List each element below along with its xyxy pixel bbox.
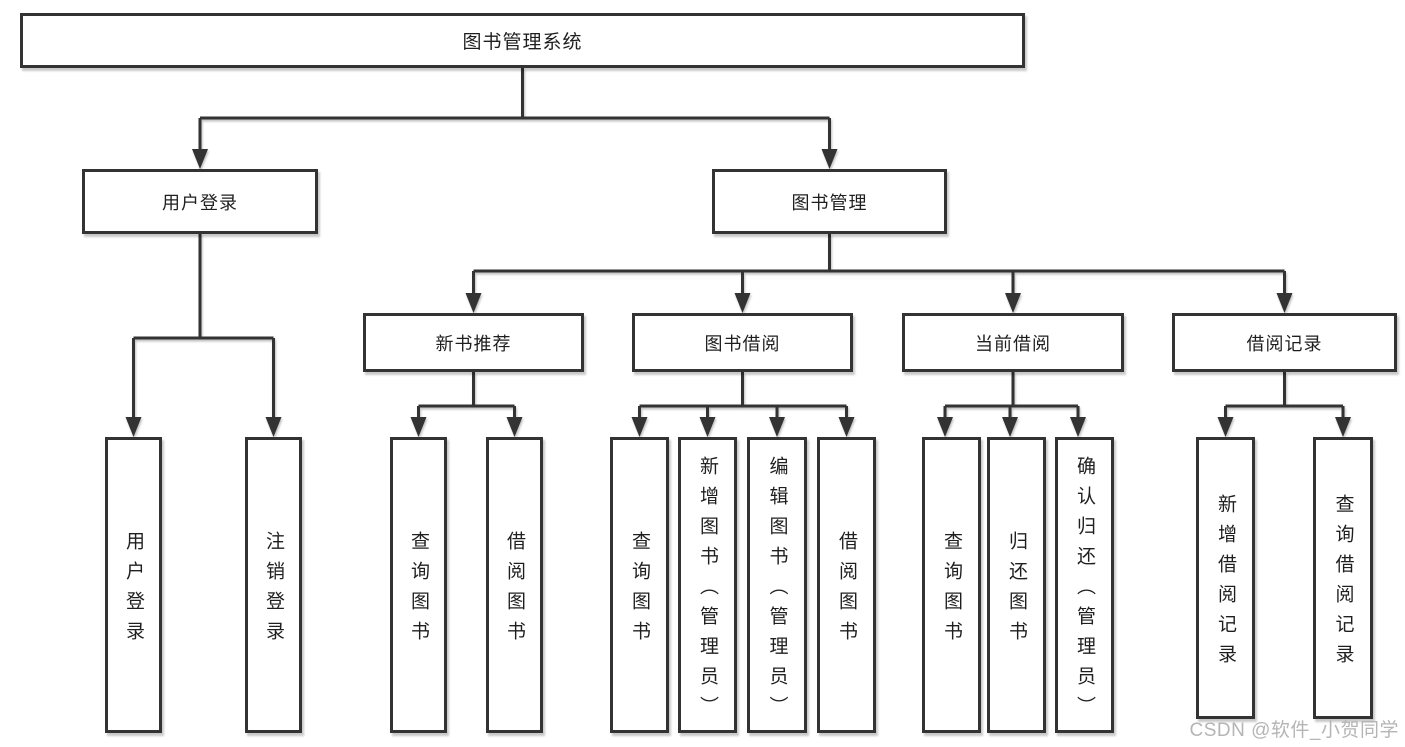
node-current-borrow: 当前借阅 [902, 313, 1124, 372]
leaf-return-books: 归还图书 [987, 437, 1046, 733]
leaf-query-books-recommend: 查询图书 [390, 437, 447, 733]
leaf-query-books-borrow-label: 查询图书 [629, 530, 650, 651]
connector-bookmgmt-to-level3 [465, 234, 1293, 313]
connector-currentborrow-to-leaves [937, 372, 1086, 437]
leaf-borrow-books-recommend: 借阅图书 [486, 437, 543, 733]
leaf-query-borrow-record-label: 查询借阅记录 [1332, 493, 1354, 674]
leaf-logout-label: 注销登录 [263, 530, 284, 651]
leaf-add-borrow-record: 新增借阅记录 [1196, 437, 1255, 719]
connector-newbookrec-to-leaves [410, 372, 523, 437]
node-root-system: 图书管理系统 [20, 13, 1025, 68]
node-borrow-records: 借阅记录 [1172, 313, 1397, 372]
leaf-query-books-current-label: 查询图书 [941, 530, 962, 651]
leaf-return-books-label: 归还图书 [1006, 530, 1027, 651]
watermark: CSDN @软件_小贺同学 [1189, 720, 1399, 741]
leaf-confirm-return-admin-label: 确认归还（管理员） [1074, 455, 1095, 726]
leaf-borrow-books: 借阅图书 [817, 437, 876, 733]
connector-root-to-level2 [192, 68, 838, 169]
leaf-add-books-admin-label: 新增图书（管理员） [697, 455, 718, 726]
leaf-query-books-recommend-label: 查询图书 [408, 530, 429, 651]
connector-userlogin-to-leaves [125, 234, 282, 437]
leaf-add-books-admin: 新增图书（管理员） [678, 437, 737, 733]
leaf-borrow-books-recommend-label: 借阅图书 [504, 530, 525, 651]
leaf-confirm-return-admin: 确认归还（管理员） [1055, 437, 1114, 733]
node-user-login: 用户登录 [82, 169, 318, 234]
leaf-edit-books-admin-label: 编辑图书（管理员） [766, 455, 788, 726]
leaf-query-books-borrow: 查询图书 [610, 437, 669, 733]
leaf-query-books-current: 查询图书 [922, 437, 981, 733]
node-new-book-recommend: 新书推荐 [363, 313, 584, 372]
leaf-query-borrow-record: 查询借阅记录 [1313, 437, 1373, 719]
leaf-logout: 注销登录 [245, 437, 302, 733]
connector-borrowrecords-to-leaves [1217, 372, 1351, 437]
leaf-add-borrow-record-label: 新增借阅记录 [1215, 493, 1236, 674]
connector-bookborrow-to-leaves [631, 372, 855, 437]
leaf-borrow-books-label: 借阅图书 [836, 530, 857, 651]
node-book-borrow: 图书借阅 [632, 313, 853, 372]
leaf-edit-books-admin: 编辑图书（管理员） [747, 437, 807, 733]
leaf-user-login-label: 用户登录 [123, 530, 144, 651]
leaf-user-login: 用户登录 [105, 437, 162, 733]
node-book-management: 图书管理 [712, 169, 947, 234]
